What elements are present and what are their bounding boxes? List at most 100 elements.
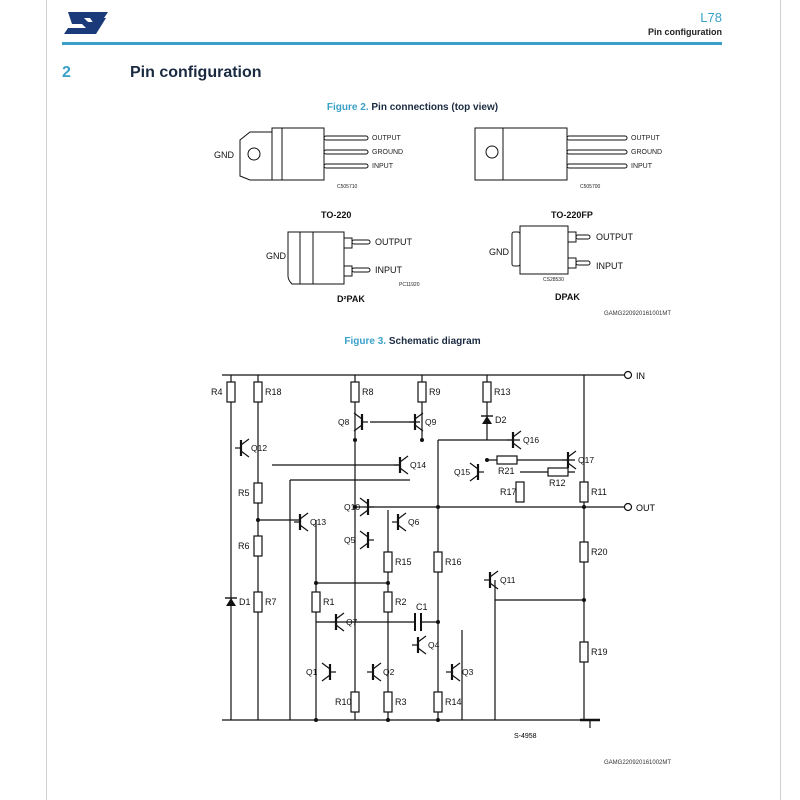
- transistor-q14: Q14: [394, 455, 426, 475]
- transistor-q5: Q5: [344, 530, 374, 550]
- to220-code: C505710: [337, 184, 358, 190]
- dpak-name: DPAK: [555, 292, 580, 302]
- transistor-q12: Q12: [235, 438, 267, 458]
- resistor-r20: R20: [579, 541, 608, 563]
- transistor-q7: Q7: [330, 612, 358, 632]
- to220-input-label: INPUT: [372, 163, 393, 170]
- junction-dot: [314, 718, 318, 722]
- svg-text:Q1: Q1: [306, 667, 318, 677]
- header-rule: [62, 42, 722, 45]
- figure2-id: GAMG220920161001MT: [604, 311, 672, 317]
- junction-dot: [353, 505, 357, 509]
- resistor-r11: R11: [579, 481, 607, 503]
- capacitor-c1: C1: [414, 602, 428, 631]
- resistor-r13: R13: [482, 381, 511, 403]
- resistor-r18: R18: [253, 381, 282, 403]
- svg-text:R17: R17: [500, 487, 517, 497]
- junction-dot: [582, 598, 586, 602]
- svg-text:R9: R9: [429, 387, 441, 397]
- svg-text:R21: R21: [498, 466, 515, 476]
- transistor-q4: Q4: [412, 635, 440, 655]
- svg-text:Q7: Q7: [346, 617, 358, 627]
- d2pak-gnd-label: GND: [266, 251, 286, 261]
- to220-package: [239, 127, 369, 181]
- junction-dot: [386, 581, 390, 585]
- svg-text:Q14: Q14: [410, 460, 426, 470]
- junction-dot: [485, 458, 489, 462]
- resistor-r10: R10: [335, 691, 360, 713]
- resistor-r14: R14: [433, 691, 462, 713]
- resistor-r15: R15: [383, 551, 412, 573]
- svg-text:Q17: Q17: [578, 455, 594, 465]
- svg-text:R11: R11: [591, 487, 607, 497]
- svg-text:R2: R2: [395, 597, 407, 607]
- dpak-gnd-label: GND: [489, 247, 509, 257]
- out-label: OUT: [636, 503, 656, 513]
- svg-text:D1: D1: [239, 597, 251, 607]
- transistor-q9: Q9: [409, 412, 437, 432]
- to220fp-ground-label: GROUND: [631, 149, 663, 156]
- figure3-title: Schematic diagram: [388, 336, 481, 347]
- figure3-id: GAMG220920161002MT: [604, 760, 672, 766]
- svg-text:Q11: Q11: [500, 575, 516, 585]
- svg-text:R5: R5: [238, 488, 250, 498]
- d2pak-code: PC11920: [399, 282, 420, 288]
- transistor-q13: Q13: [294, 512, 326, 532]
- resistor-r19: R19: [579, 641, 608, 663]
- transistor-q11: Q11: [484, 570, 516, 590]
- resistor-r8: R8: [350, 381, 374, 403]
- svg-text:R3: R3: [395, 697, 407, 707]
- resistor-r4: R4: [211, 381, 236, 403]
- dpak-code: CS28530: [543, 277, 564, 283]
- to220fp-code: C505700: [580, 184, 601, 190]
- out-terminal: [623, 502, 633, 512]
- transistor-q6: Q6: [392, 512, 420, 532]
- to220-name: TO-220: [321, 210, 352, 220]
- section-number: 2: [62, 64, 71, 81]
- svg-text:R10: R10: [335, 697, 352, 707]
- junction-dot: [582, 505, 586, 509]
- transistor-q16: Q16: [507, 430, 539, 450]
- svg-text:Q4: Q4: [428, 640, 440, 650]
- resistor-r21: R21: [496, 455, 518, 476]
- junction-dot: [353, 438, 357, 442]
- junction-dot: [436, 620, 440, 624]
- junction-dot: [386, 718, 390, 722]
- in-label: IN: [636, 371, 645, 381]
- svg-text:Q3: Q3: [462, 667, 474, 677]
- svg-text:R1: R1: [323, 597, 335, 607]
- transistor-q17: Q17: [562, 450, 594, 470]
- dpak-input-label: INPUT: [596, 261, 623, 271]
- section-title: Pin configuration: [130, 64, 262, 81]
- svg-text:C1: C1: [416, 602, 428, 612]
- resistor-r3: R3: [383, 691, 407, 713]
- junction-dot: [314, 581, 318, 585]
- svg-text:Q10: Q10: [344, 502, 360, 512]
- transistor-q1: Q1: [306, 662, 336, 682]
- svg-text:R15: R15: [395, 557, 412, 567]
- datasheet-page: [46, 0, 781, 800]
- svg-text:Q12: Q12: [251, 443, 267, 453]
- svg-text:R13: R13: [494, 387, 511, 397]
- figure2-caption: Figure 2. Pin connections (top view): [46, 102, 779, 113]
- svg-text:R19: R19: [591, 647, 608, 657]
- drawing-number: S-4958: [514, 733, 537, 740]
- resistor-r7: R7: [253, 591, 277, 613]
- junction-dot: [256, 518, 260, 522]
- svg-text:R8: R8: [362, 387, 374, 397]
- resistor-r5: R5: [238, 482, 263, 504]
- dpak-package: [511, 225, 591, 275]
- dpak-output-label: OUTPUT: [596, 232, 633, 242]
- to220-output-label: OUTPUT: [372, 135, 401, 142]
- svg-text:R7: R7: [265, 597, 277, 607]
- to220fp-output-label: OUTPUT: [631, 135, 660, 142]
- transistor-q10: Q10: [344, 497, 374, 517]
- transistor-q3: Q3: [446, 662, 474, 682]
- resistor-r9: R9: [417, 381, 441, 403]
- junction-dot: [436, 718, 440, 722]
- transistor-q2: Q2: [367, 662, 395, 682]
- svg-text:R4: R4: [211, 387, 223, 397]
- diode-d2: D2: [481, 415, 507, 425]
- resistor-r1: R1: [311, 591, 335, 613]
